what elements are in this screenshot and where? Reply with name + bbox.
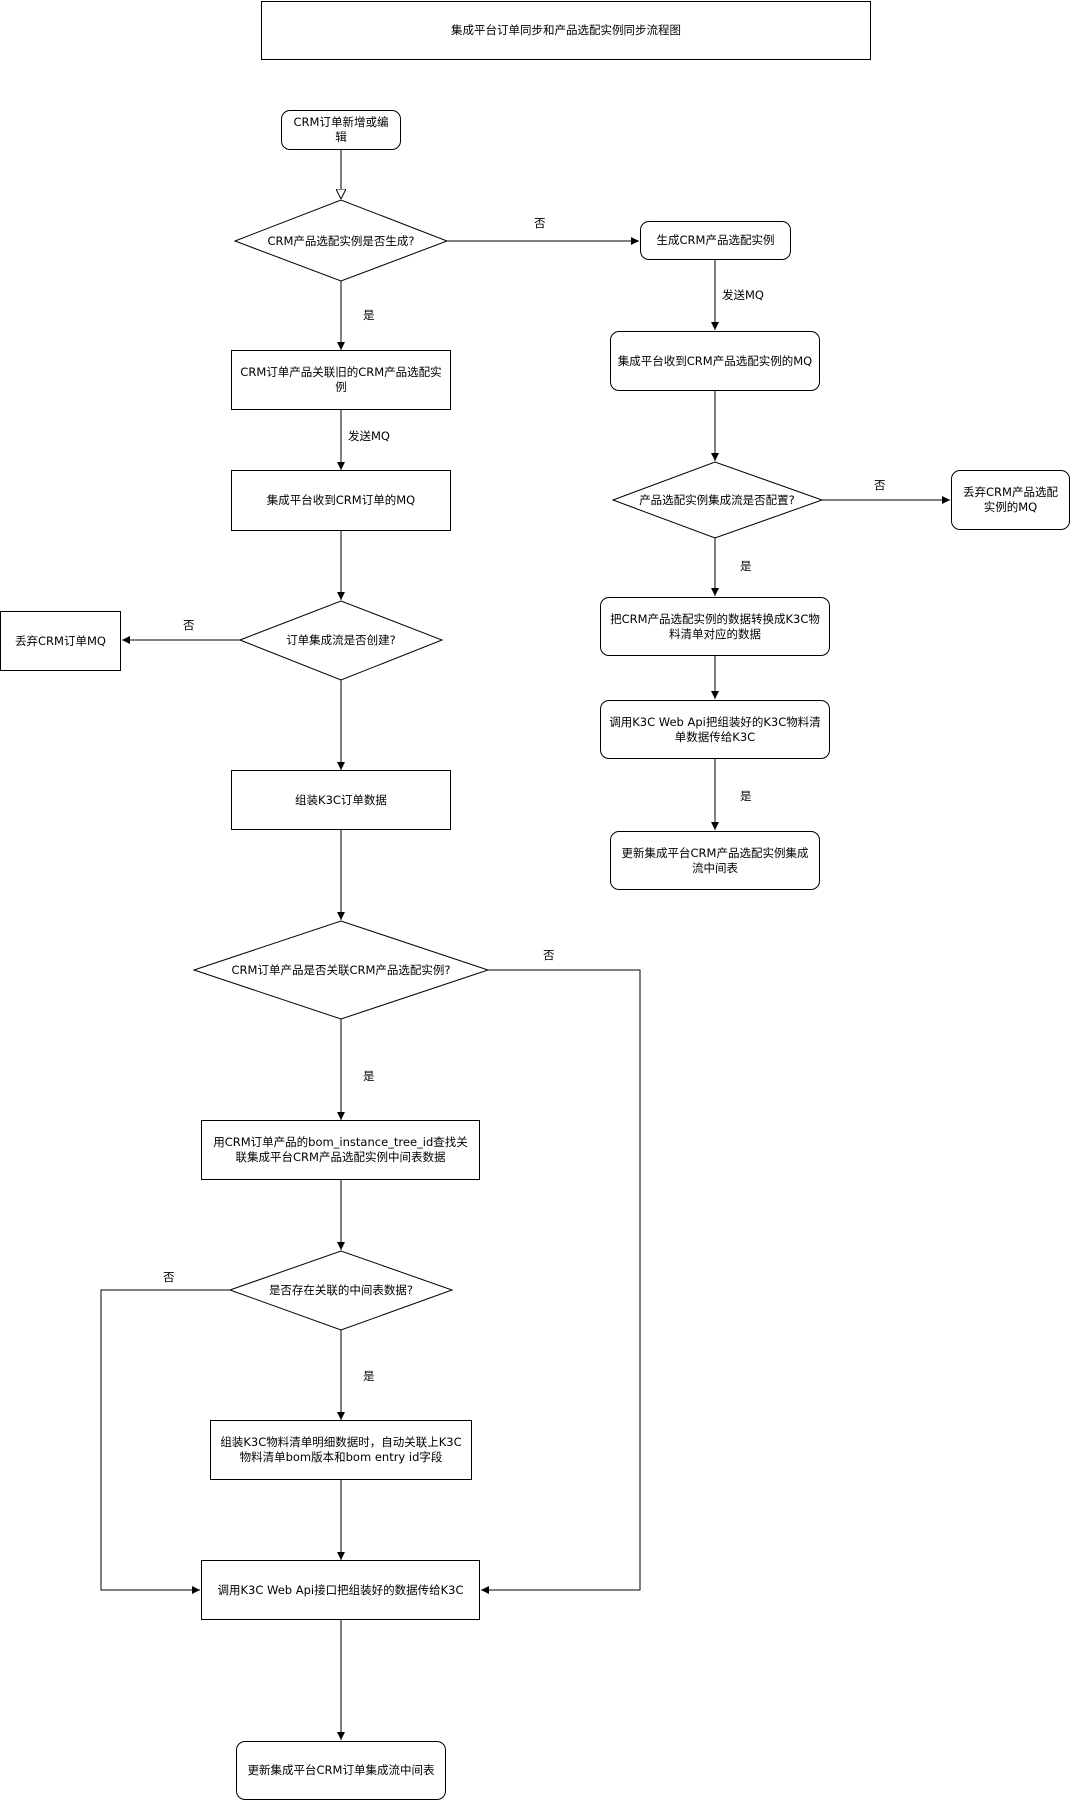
node-call-k3c-order: 调用K3C Web Api接口把组装好的数据传给K3C bbox=[201, 1560, 480, 1620]
decision-instance-generated: CRM产品选配实例是否生成? bbox=[267, 233, 415, 248]
node-drop-order-mq: 丢弃CRM订单MQ bbox=[0, 611, 121, 671]
edge-label-linked-no: 否 bbox=[543, 948, 555, 962]
node-lookup-mid-table: 用CRM订单产品的bom_instance_tree_id查找关联集成平台CRM… bbox=[201, 1120, 480, 1180]
edge-label-call-yes: 是 bbox=[740, 789, 752, 803]
node-gen-instance: 生成CRM产品选配实例 bbox=[640, 221, 791, 260]
edge-label-mid-yes: 是 bbox=[363, 1369, 375, 1383]
decision-shape-mid-exists bbox=[228, 1250, 454, 1331]
edge-mid-check-no bbox=[100, 1289, 230, 1594]
decision-mid-exists: 是否存在关联的中间表数据? bbox=[268, 1282, 414, 1297]
node-call-k3c-bom: 调用K3C Web Api把组装好的K3C物料清单数据传给K3C bbox=[600, 700, 830, 759]
edge-label-cfg-no: 否 bbox=[874, 478, 886, 492]
edge-linked-check-no bbox=[481, 969, 641, 1594]
node-crm-order: CRM订单新增或编辑 bbox=[281, 110, 401, 150]
node-update-order-mid: 更新集成平台CRM订单集成流中间表 bbox=[236, 1741, 446, 1800]
edge-label-instance-yes: 是 bbox=[363, 308, 375, 322]
edge-label-linked-yes: 是 bbox=[363, 1069, 375, 1083]
edge-label-instance-no: 否 bbox=[534, 216, 546, 230]
edge-label-cfg-yes: 是 bbox=[740, 559, 752, 573]
node-drop-instance-mq: 丢弃CRM产品选配实例的MQ bbox=[951, 470, 1070, 530]
node-recv-order-mq: 集成平台收到CRM订单的MQ bbox=[231, 470, 451, 531]
node-build-bom-detail: 组装K3C物料清单明细数据时，自动关联上K3C物料清单bom版本和bom ent… bbox=[210, 1420, 472, 1480]
node-build-k3c-order: 组装K3C订单数据 bbox=[231, 770, 451, 830]
node-recv-instance-mq: 集成平台收到CRM产品选配实例的MQ bbox=[610, 331, 820, 391]
decision-shape-order-flow-created bbox=[238, 600, 444, 681]
decision-instance-flow-cfg: 产品选配实例集成流是否配置? bbox=[639, 492, 795, 507]
edge-label-send-mq-left: 发送MQ bbox=[348, 429, 390, 443]
edge-label-send-mq-right: 发送MQ bbox=[722, 288, 764, 302]
decision-order-flow-created: 订单集成流是否创建? bbox=[286, 632, 396, 647]
edge-label-mid-no: 否 bbox=[163, 1270, 175, 1284]
edge-label-flow-no: 否 bbox=[183, 618, 195, 632]
node-convert-instance: 把CRM产品选配实例的数据转换成K3C物料清单对应的数据 bbox=[600, 597, 830, 656]
decision-order-linked-instance: CRM订单产品是否关联CRM产品选配实例? bbox=[231, 962, 451, 977]
diagram-title: 集成平台订单同步和产品选配实例同步流程图 bbox=[261, 1, 871, 60]
node-link-old-instance: CRM订单产品关联旧的CRM产品选配实例 bbox=[231, 350, 451, 410]
node-update-instance-mid: 更新集成平台CRM产品选配实例集成流中间表 bbox=[610, 831, 820, 890]
